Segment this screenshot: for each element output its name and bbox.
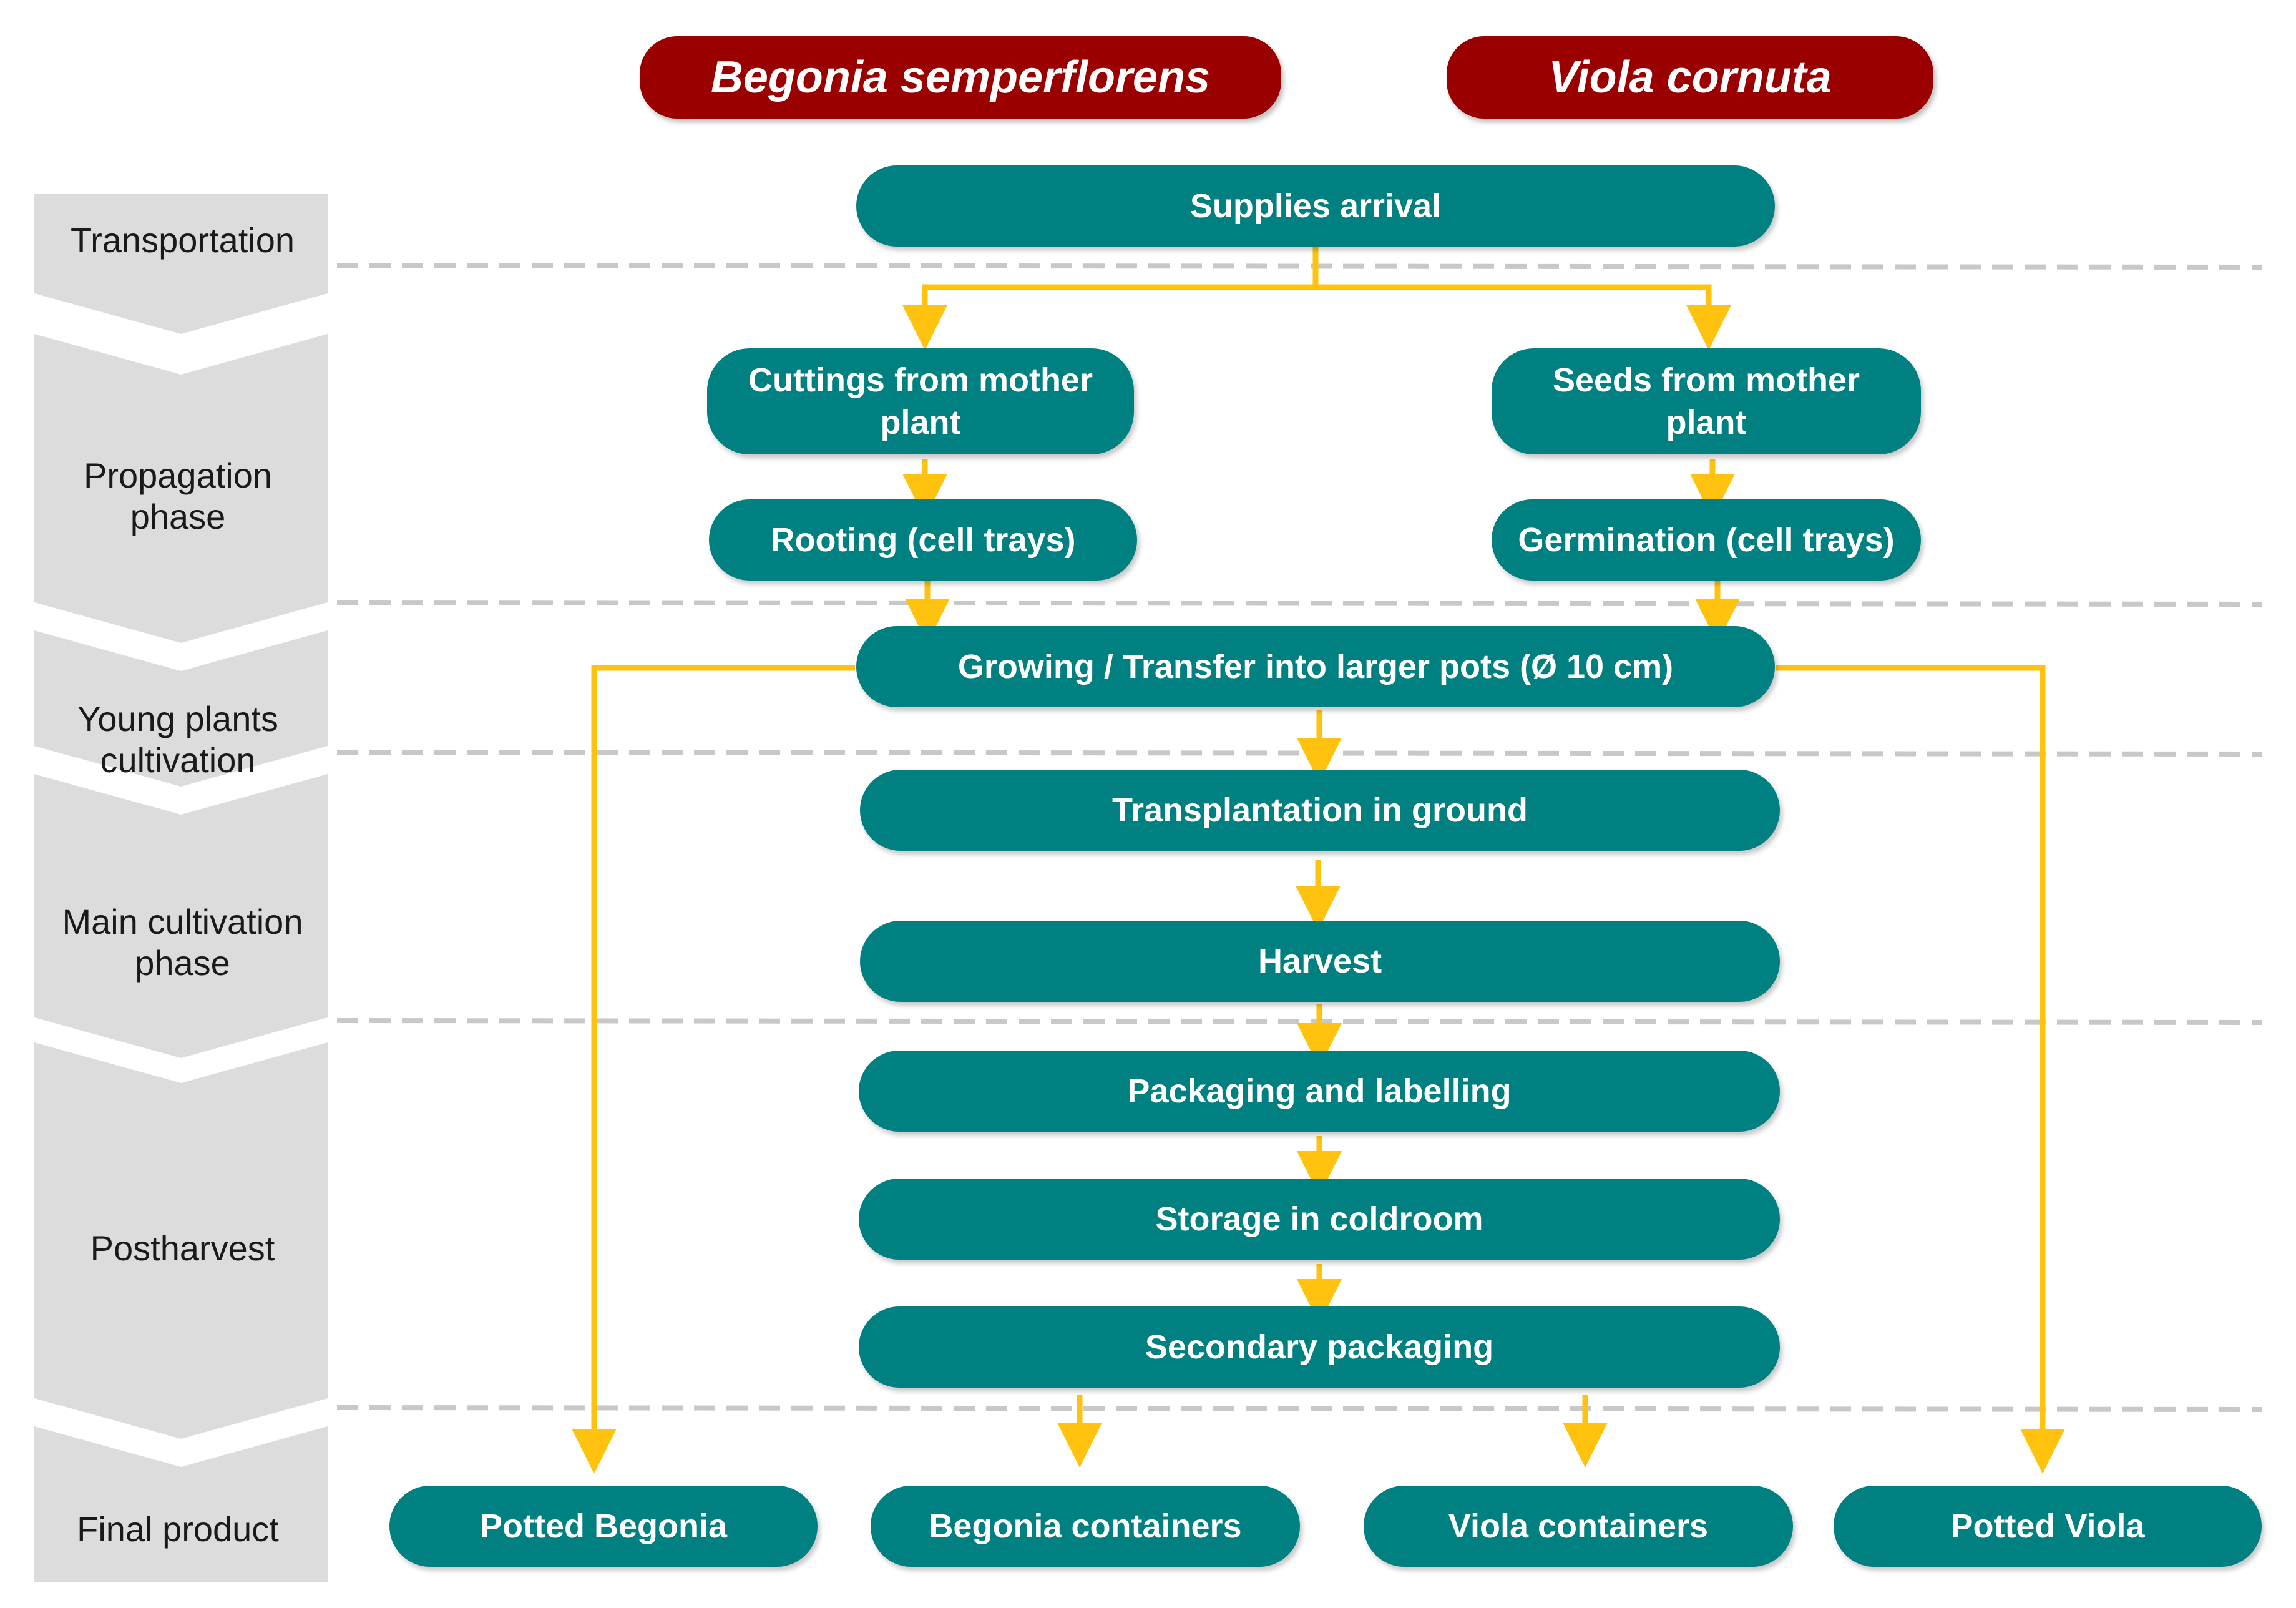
species-header-begonia: Begonia semperflorens — [640, 36, 1281, 119]
node-cuttings-from-mother-plant: Cuttings from mother plant — [707, 348, 1134, 454]
phase-band — [34, 194, 328, 1582]
arrow-growing-potted-viola — [1776, 665, 2065, 1474]
phase-dividers — [336, 263, 2263, 1412]
divider-propagation-young — [336, 600, 2263, 607]
node-seeds-from-mother-plant: Seeds from mother plant — [1492, 348, 1921, 454]
arrow-to-seeds — [1316, 284, 1731, 350]
node-rooting-cell-trays: Rooting (cell trays) — [709, 499, 1137, 581]
node-potted-viola: Potted Viola — [1834, 1486, 2262, 1567]
flow-arrows — [572, 245, 2065, 1474]
divider-transport-propagation — [336, 263, 2263, 270]
node-growing-transfer-larger-pots: Growing / Transfer into larger pots (Ø 1… — [856, 626, 1775, 707]
species-header-viola: Viola cornuta — [1447, 36, 1933, 119]
phase-chevron-final-product — [34, 1426, 328, 1582]
divider-main-postharvest — [336, 1018, 2263, 1025]
node-secondary-packaging: Secondary packaging — [859, 1306, 1780, 1388]
node-germination-cell-trays: Germination (cell trays) — [1492, 499, 1921, 581]
node-harvest: Harvest — [860, 921, 1780, 1002]
node-storage-in-coldroom: Storage in coldroom — [859, 1179, 1780, 1260]
phase-chevron-propagation — [34, 334, 328, 643]
arrow-to-cuttings — [902, 284, 1316, 350]
phase-chevron-young-plants — [34, 630, 328, 787]
node-transplantation-in-ground: Transplantation in ground — [860, 770, 1780, 851]
divider-postharvest-final — [336, 1405, 2263, 1412]
node-supplies-arrival: Supplies arrival — [856, 165, 1775, 247]
arrow-growing-potted-begonia — [572, 665, 855, 1474]
phase-label-main-cultivation: Main cultivation phase — [62, 902, 303, 983]
node-packaging-and-labelling: Packaging and labelling — [859, 1051, 1780, 1132]
divider-young-main — [336, 750, 2263, 757]
phase-label-postharvest: Postharvest — [90, 1228, 275, 1268]
phase-label-young-plants: Young plants cultivation — [77, 699, 278, 780]
phase-label-transportation: Transportation — [71, 220, 295, 260]
phase-chevron-transportation — [34, 194, 328, 334]
phase-chevron-postharvest — [34, 1042, 328, 1439]
phase-label-final-product: Final product — [77, 1509, 279, 1549]
phase-chevron-main-cultivation — [34, 774, 328, 1058]
phase-label-propagation: Propagation phase — [83, 456, 272, 536]
node-potted-begonia: Potted Begonia — [389, 1486, 818, 1567]
node-viola-containers: Viola containers — [1364, 1486, 1793, 1567]
node-begonia-containers: Begonia containers — [871, 1486, 1300, 1567]
